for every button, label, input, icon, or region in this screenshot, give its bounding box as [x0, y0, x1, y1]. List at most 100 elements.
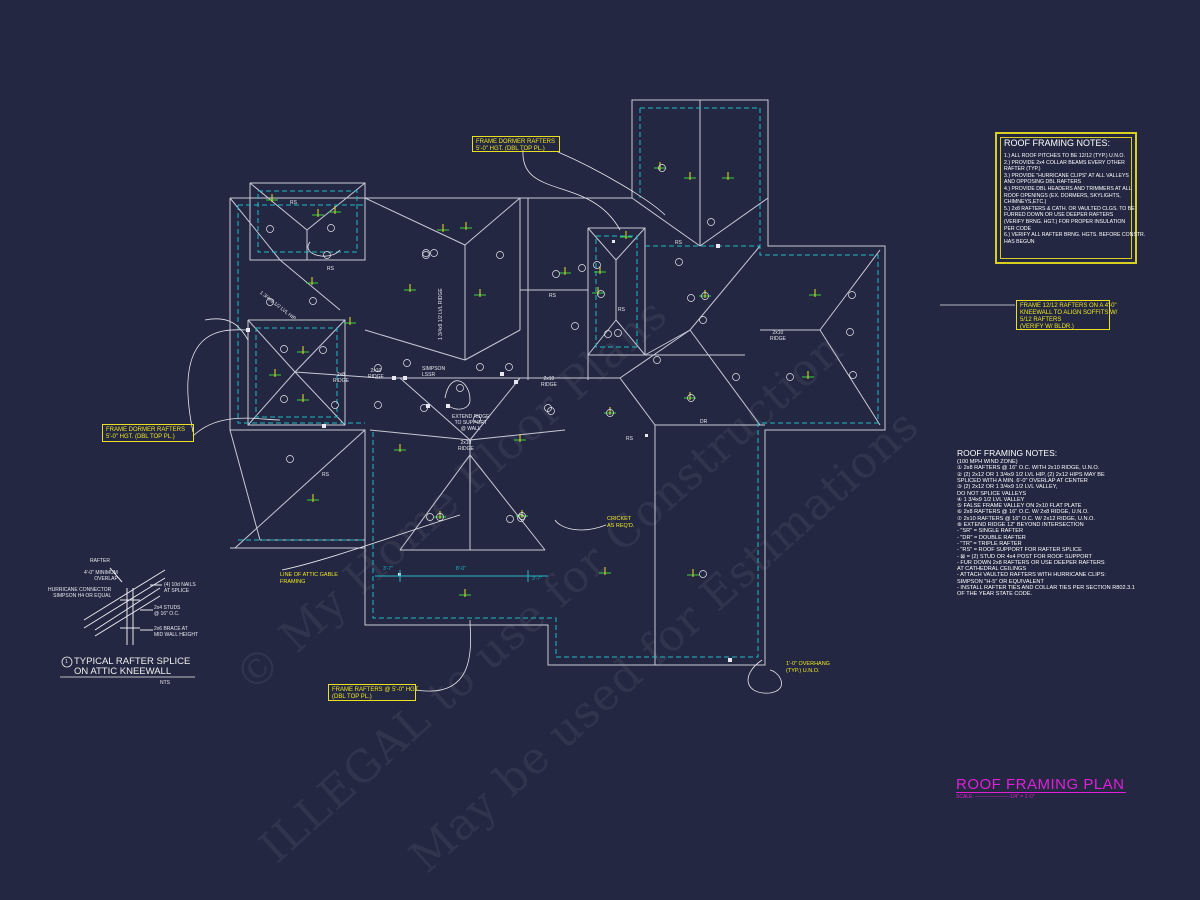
rafter-marker	[344, 317, 356, 325]
notes-list-line: - "SR" = SINGLE RAFTER	[957, 528, 1023, 535]
label-dimension-right: 3'-7"	[532, 576, 542, 582]
rafter-tag	[846, 328, 854, 336]
detail-label-studs: 2x4 STUDS@ 16" O.C.	[154, 605, 181, 617]
rafter-tag	[374, 401, 382, 409]
rafter-tag	[517, 514, 525, 522]
notes-list-line: ④ 1 3/4x9 1/2 LVL VALLEY	[957, 496, 1025, 503]
label-rs-6: RS	[626, 436, 633, 442]
rafter-tag	[473, 415, 481, 423]
rafter-tag	[606, 409, 614, 417]
rafter-markers	[266, 162, 821, 597]
label-rs-3: RS	[549, 293, 556, 299]
rafter-marker	[809, 289, 821, 297]
rafter-marker	[514, 434, 526, 442]
notes-list-line: ③ (2) 2x12 OR 1 3/4x9 1/2 LVL VALLEY,	[957, 484, 1058, 491]
rafter-tag	[687, 394, 695, 402]
detail-label-rafter: RAFTER	[90, 558, 110, 564]
rafter-tag	[701, 292, 709, 300]
roof-outline	[229, 99, 886, 666]
notes-box-line: 4.) PROVIDE DBL HEADERS AND TRIMMERS AT …	[1004, 186, 1132, 192]
rafter-tag	[319, 346, 327, 354]
rafter-marker	[434, 511, 446, 519]
notes-box-line: ROOF OPENINGS (EX. DORMERS, SKYLIGHTS,	[1004, 192, 1121, 199]
notes-list-line: - ATTACH VAULTED RAFTERS WITH HURRICANE …	[957, 572, 1106, 579]
rafter-tag	[578, 264, 586, 272]
notes-list-line: - "RS" = ROOF SUPPORT FOR RAFTER SPLICE	[957, 547, 1082, 554]
notes-box-line: 2.) PROVIDE 2x4 COLLAR BEAMS EVERY OTHER	[1004, 159, 1125, 166]
label-rs-4: RS	[618, 307, 625, 313]
rafter-tag	[430, 249, 438, 257]
rafter-marker	[684, 172, 696, 180]
notes-list-title: ROOF FRAMING NOTES:	[957, 448, 1058, 458]
rafter-marker	[684, 392, 696, 400]
rafter-tag	[286, 455, 294, 463]
rafter-marker	[306, 277, 318, 285]
leader-lines	[187, 149, 1015, 694]
label-lvl-ridge: 1 3/4x9 1/2 LVL RIDGE	[438, 288, 444, 340]
rafter-tag	[280, 395, 288, 403]
rafter-tag	[280, 345, 288, 353]
support-posts	[246, 240, 732, 662]
rafter-tag	[593, 261, 601, 269]
rafter-tag	[506, 515, 514, 523]
notes-box-line: 1.) ALL ROOF PITCHES TO BE 12/12 (TYP.) …	[1004, 153, 1125, 159]
notes-list-line: ⑦ 2x10 RAFTERS @ 16" O.C. W/ 2x12 RIDGE,…	[957, 515, 1095, 522]
rafter-marker	[699, 290, 711, 298]
detail-nts: NTS	[160, 680, 170, 686]
rafter-tag	[331, 401, 339, 409]
rafter-marker	[559, 267, 571, 275]
notes-list-line: (100 MPH WIND ZONE)	[957, 459, 1018, 465]
rafter-tag	[687, 294, 695, 302]
notes-box-line: (VERIFY BRNG. HGT.) FOR PROPER INSULATIO…	[1004, 219, 1126, 225]
rafter-tag	[323, 251, 331, 259]
callout-rafters-bottom: FRAME RAFTERS @ 5'-0" HGT.(DBL TOP PL.)	[328, 684, 419, 701]
label-rs-2: RS	[322, 472, 329, 478]
rafter-marker	[297, 394, 309, 402]
notes-box-line: 5.) 2x8 RAFTERS & CATH. OR VAULTED CLGS.…	[1004, 205, 1135, 212]
rafter-marker	[269, 369, 281, 377]
rafter-tag	[675, 258, 683, 266]
rafter-marker	[266, 194, 278, 202]
notes-list-line: ⑤ FALSE FRAME VALLEY ON 2x10 FLAT PLATE	[957, 503, 1082, 510]
rafter-marker	[329, 206, 341, 214]
rafter-tag	[505, 363, 513, 371]
rafter-tag	[699, 570, 707, 578]
label-overhang: 1'-0" OVERHANG(TYP.) U.N.O.	[786, 661, 830, 674]
notes-list-line: SIMPSON "H-5" OR EQUIVALENT	[957, 578, 1044, 585]
rafter-tag	[552, 270, 560, 278]
rafter-tag	[699, 316, 707, 324]
notes-box-line: 6.) VERIFY ALL RAFTER BRNG. HGTS. BEFORE…	[1004, 232, 1146, 239]
notes-box-line: AND OPPOSING DBL RAFTERS	[1004, 179, 1082, 186]
rafter-tag	[476, 363, 484, 371]
rafter-tag	[426, 513, 434, 521]
rafter-marker	[654, 162, 666, 170]
notes-list-line: - "TR" = TRIPLE RAFTER	[957, 540, 1022, 547]
rafter-type-tags	[266, 164, 857, 578]
rafter-marker	[592, 287, 604, 295]
rafter-tag	[732, 373, 740, 381]
label-rs-1: RS	[327, 266, 334, 272]
rafter-tag	[456, 384, 464, 392]
rafter-tag	[374, 364, 382, 372]
rafter-tag	[422, 251, 430, 259]
rafter-tag	[604, 330, 612, 338]
rafter-marker	[722, 172, 734, 180]
rafter-tag	[653, 356, 661, 364]
notes-box-line: RAFTER (TYP.)	[1004, 166, 1041, 173]
label-dr-1: DR	[700, 419, 708, 425]
rafter-marker	[297, 346, 309, 354]
rafter-tag	[436, 513, 444, 521]
rafter-marker	[437, 224, 449, 232]
notes-list-line: - ⊠ = (2) STUD OR 4x4 POST FOR ROOF SUPP…	[957, 553, 1092, 560]
